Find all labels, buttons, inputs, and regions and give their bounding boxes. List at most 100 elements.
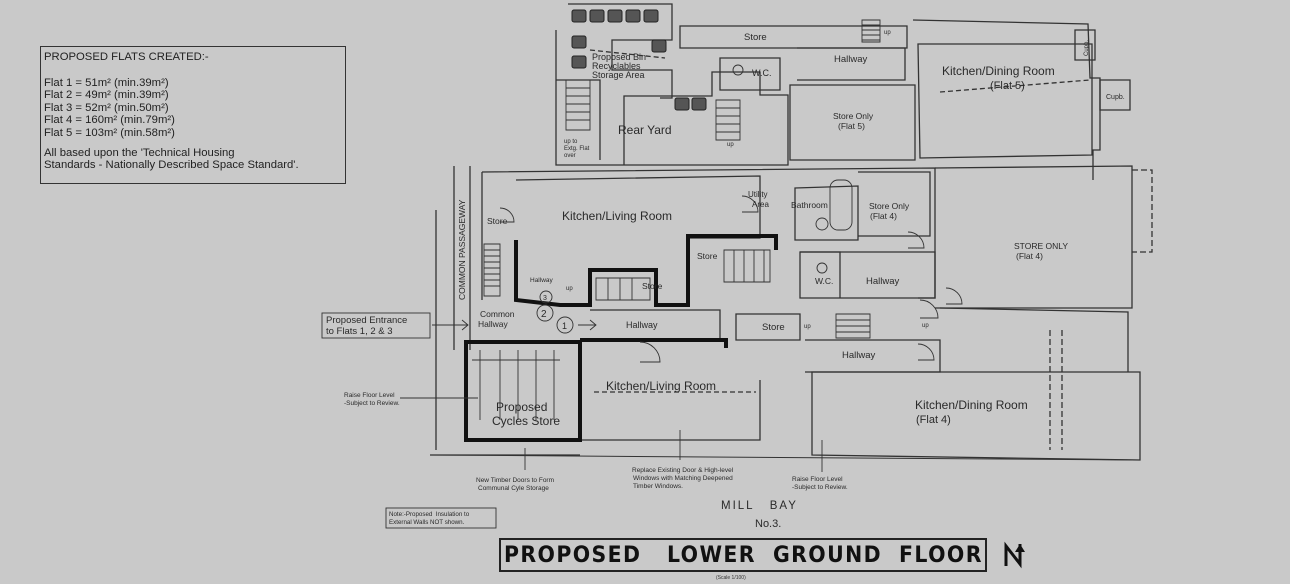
bin <box>674 97 690 111</box>
wall-flat4-right <box>939 307 1129 372</box>
heavy-wall-flat1 <box>514 234 778 307</box>
door-swing <box>917 343 935 361</box>
label-street: MILL BAY <box>721 500 798 512</box>
door-swing <box>919 299 939 319</box>
label-kitchen-living-lower: Kitchen/Living Room <box>606 379 716 393</box>
label-cupb-a: Cupb. <box>1106 94 1125 101</box>
drawing-title-box: PROPOSED LOWER GROUND FLOOR <box>499 538 987 572</box>
entrance-arrow-right <box>578 319 597 331</box>
label-cycles-2: Cycles Store <box>492 414 560 428</box>
wall-passage-outer <box>435 172 483 450</box>
wc-pan <box>732 64 744 76</box>
label-bin-3: Storage Area <box>592 70 645 80</box>
label-up-top: up <box>884 30 891 36</box>
wall-front-line <box>429 454 1141 461</box>
schedule-flat-5: Flat 5 = 103m² (min.58m²) <box>44 126 175 139</box>
wall-hallway-right <box>799 251 936 299</box>
label-raise-l1: Raise Floor Level <box>344 392 395 399</box>
label-up-yard: up <box>727 142 734 148</box>
label-timber-2: Communal Cyle Storage <box>478 485 549 492</box>
door-swing <box>907 231 925 249</box>
label-bin-2: Recyclables <box>592 61 641 71</box>
wall-kitchen-living-top <box>515 175 761 239</box>
label-entrance-2: to Flats 1, 2 & 3 <box>326 326 393 337</box>
wall-big-store <box>934 165 1133 309</box>
label-common-a: Common <box>480 309 515 319</box>
label-raise-r2: -Subject to Review. <box>792 484 848 491</box>
label-rear-yard: Rear Yard <box>618 123 672 137</box>
label-bin-1: Proposed Bin <box>592 52 646 62</box>
stair-lower <box>835 313 871 339</box>
wall-cupb <box>1099 79 1131 111</box>
wall-flat4-kitchen <box>811 371 1141 461</box>
bin <box>643 9 659 23</box>
flat-marker-2 <box>536 304 554 322</box>
bin <box>651 39 667 53</box>
door-swing <box>499 207 515 223</box>
label-hallway-mid-right: Hallway <box>866 276 900 287</box>
label-replace-3: Timber Windows. <box>633 483 683 490</box>
schedule-heading: PROPOSED FLATS CREATED:- <box>44 51 209 63</box>
entrance-arrow <box>432 319 469 331</box>
label-replace-2: Windows with Matching Deepened <box>633 475 733 482</box>
bin <box>625 9 641 23</box>
bin <box>571 35 587 49</box>
wall-store-only-5 <box>789 84 916 161</box>
label-utility-2: Area <box>752 200 769 209</box>
label-entrance-1: Proposed Entrance <box>326 315 407 326</box>
heavy-wall-cycles <box>464 340 582 442</box>
label-store-only-big-a: STORE ONLY <box>1014 241 1068 251</box>
label-up-small: up <box>566 286 573 292</box>
schedule-flat-4: Flat 4 = 160m² (min.79m²) <box>44 114 175 127</box>
label-wc-mid: W.C. <box>815 276 833 286</box>
label-insulation-1: Note:-Proposed Insulation to <box>389 511 470 518</box>
wall-bathroom <box>794 185 859 241</box>
insulation-note-box <box>385 507 497 529</box>
bin <box>571 55 587 69</box>
label-raise-l2: -Subject to Review. <box>344 400 400 407</box>
label-flat5: (Flat 5) <box>990 80 1025 92</box>
north-arrow-icon <box>1004 541 1025 569</box>
door-swing <box>741 195 759 213</box>
schedule-note-1: All based upon the 'Technical Housing <box>44 146 235 159</box>
label-kitchen-dining-4: Kitchen/Dining Room <box>915 398 1028 412</box>
wall-wc-mid <box>800 251 841 298</box>
wall-store-only-4 <box>858 171 931 237</box>
label-replace-1: Replace Existing Door & High-level <box>632 467 734 474</box>
entrance-note-box <box>321 312 431 339</box>
label-store-lower: Store <box>762 322 785 333</box>
bin <box>691 97 707 111</box>
bin <box>607 9 623 23</box>
label-store-only-5b: (Flat 5) <box>838 121 865 131</box>
wall-wc-top <box>719 57 781 91</box>
label-store-only-4b: (Flat 4) <box>870 211 897 221</box>
label-store-top: Store <box>744 32 767 43</box>
label-store-mid2: Store <box>642 281 663 291</box>
label-up-lower: up <box>804 324 811 330</box>
bath-basin <box>815 217 829 231</box>
label-store-only-5a: Store Only <box>833 111 874 121</box>
label-cupb-b: Cupb. <box>1084 40 1090 56</box>
wall-passage-left <box>453 166 471 350</box>
label-over: over <box>564 153 576 159</box>
label-wc-top: W.C. <box>752 68 772 78</box>
label-kitchen-living-top: Kitchen/Living Room <box>562 209 672 223</box>
wall-cupb-top <box>1074 29 1096 61</box>
label-number: No.3. <box>755 518 781 530</box>
wall-top-strip <box>679 25 908 49</box>
label-num3: 3 <box>543 295 547 302</box>
scale-note: (Scale 1/100) <box>716 575 746 581</box>
bath-tub <box>829 179 853 231</box>
label-up-to: up to <box>564 139 578 145</box>
label-kitchen-dining-5: Kitchen/Dining Room <box>942 64 1055 78</box>
label-common-passageway: COMMON PASSAGEWAY <box>457 199 467 300</box>
label-timber-1: New Timber Doors to Form <box>476 477 554 484</box>
bin <box>589 9 605 23</box>
flat-marker-1 <box>556 316 574 334</box>
dash-top <box>589 49 1091 93</box>
label-up-lower2: up <box>922 323 929 329</box>
schedule-flat-1: Flat 1 = 51m² (min.39m²) <box>44 76 169 89</box>
stair-passage <box>483 243 501 297</box>
wall-top-right <box>912 19 1101 180</box>
